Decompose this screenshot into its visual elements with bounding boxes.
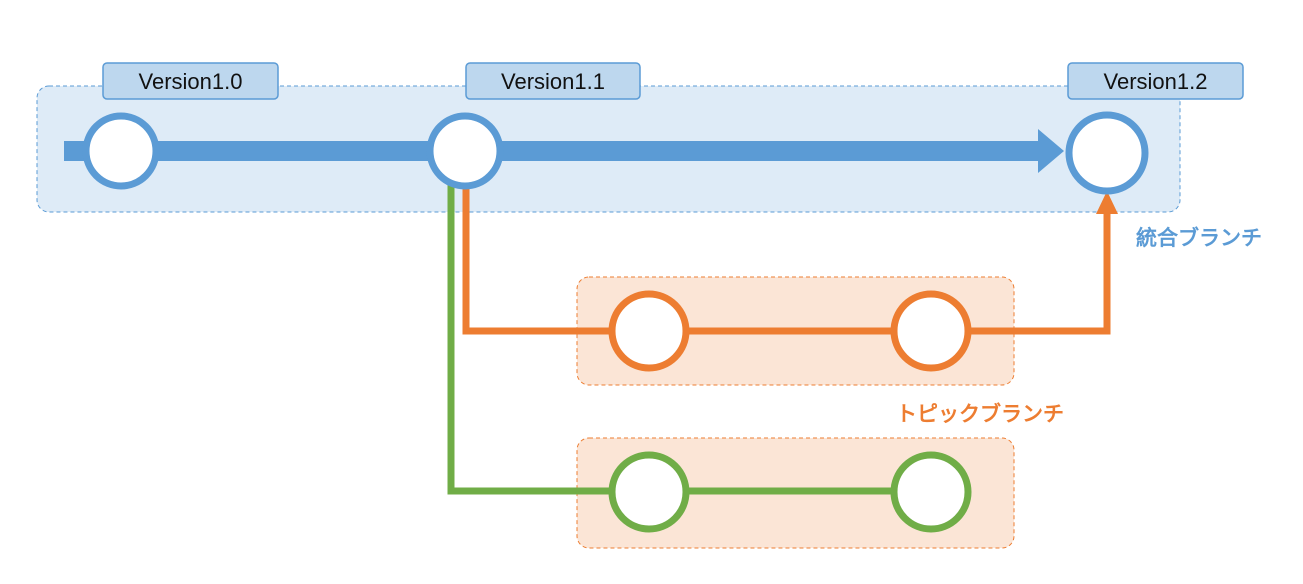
green-commit-node-2 xyxy=(890,451,972,533)
green-branch-line xyxy=(447,182,935,495)
topic-branch-label: トピックブランチ xyxy=(896,402,1064,426)
commit-node-v1-1 xyxy=(426,112,504,190)
version-tag-1-0: Version1.0 xyxy=(102,62,279,100)
commit-node-v1-0 xyxy=(82,112,160,190)
integration-branch-arrowhead xyxy=(1038,129,1064,173)
orange-commit-node-1 xyxy=(608,290,690,372)
commit-node-v1-2 xyxy=(1065,111,1149,195)
version-label: Version1.2 xyxy=(1104,69,1208,94)
version-tag-1-2: Version1.2 xyxy=(1067,62,1244,100)
version-tag-1-1: Version1.1 xyxy=(465,62,641,100)
version-label: Version1.1 xyxy=(501,69,605,94)
version-label: Version1.0 xyxy=(139,69,243,94)
integration-branch-line xyxy=(64,141,1040,161)
orange-commit-node-2 xyxy=(890,290,972,372)
merge-arrowhead xyxy=(1096,191,1118,214)
integration-branch-label: 統合ブランチ xyxy=(1136,226,1262,250)
orange-branch-line xyxy=(462,182,1111,335)
green-commit-node-1 xyxy=(608,451,690,533)
